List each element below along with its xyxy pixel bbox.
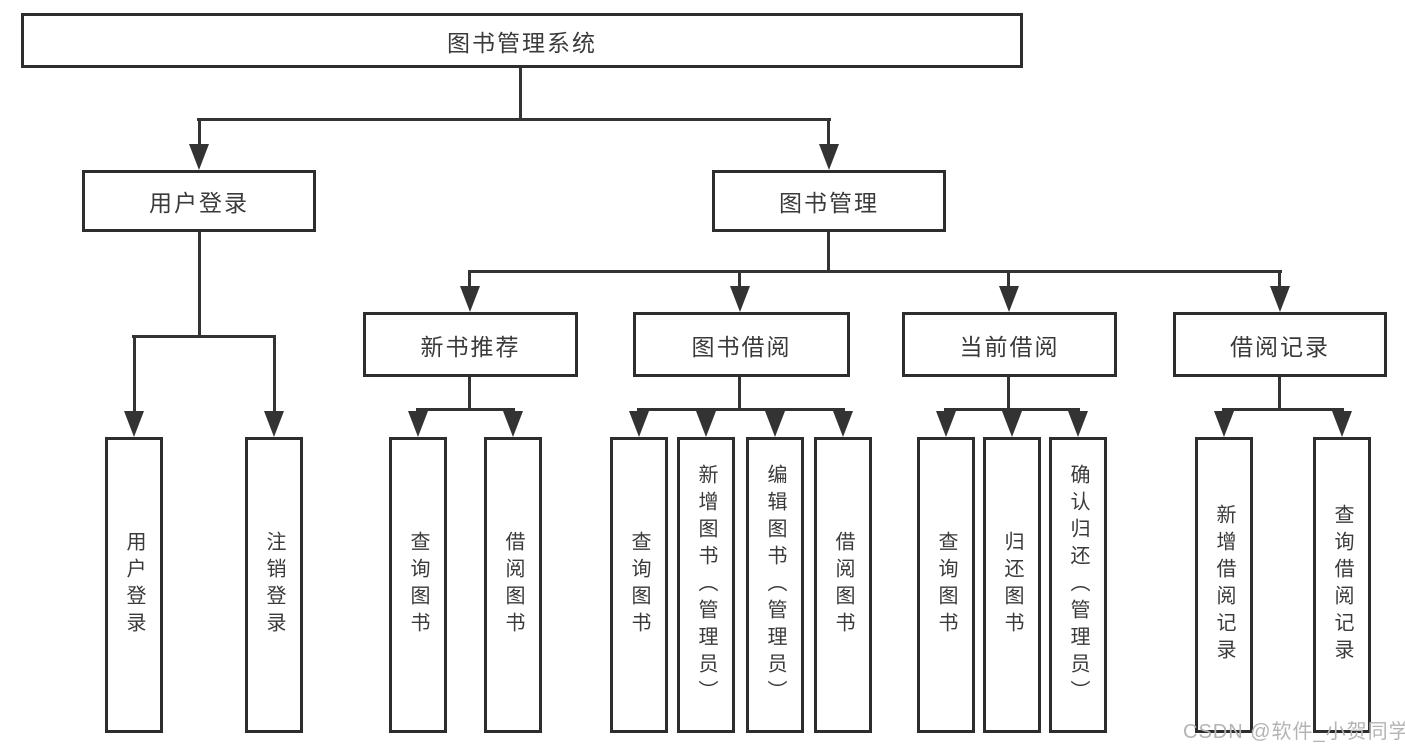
connector-to-new-book-recommend [468,270,471,286]
arrowhead [1002,411,1022,437]
connector-to-user-login-leaf [133,335,136,411]
arrowhead [1068,411,1088,437]
node-book-borrow-label: 图书借阅 [691,333,792,360]
leaf-label: 查询借阅记录 [1331,504,1353,666]
connector-new-book-recommend-rail [416,408,515,411]
arrowhead [833,411,853,437]
watermark: CSDN @软件_小贺同学 [1183,721,1405,743]
node-user-login: 用户登录 [82,170,316,232]
arrowhead [408,411,428,437]
arrowhead [765,411,785,437]
connector-to-borrow-records [1278,270,1281,286]
node-borrow-records: 借阅记录 [1173,312,1387,377]
connector-to-user-login [198,118,201,144]
arrowhead [819,144,839,170]
connector-user-login-rail [132,335,276,338]
node-root: 图书管理系统 [21,13,1023,68]
node-book-borrow: 图书借阅 [633,312,850,377]
leaf-query-books-current: 查询图书 [917,437,975,733]
connector-book-management-stem [827,232,830,270]
arrowhead [503,411,523,437]
leaf-label: 用户登录 [123,531,145,639]
leaf-query-books-recommend: 查询图书 [389,437,447,733]
leaf-logout: 注销登录 [245,437,303,733]
node-book-management: 图书管理 [712,170,946,232]
leaf-label: 查询图书 [407,531,429,639]
leaf-label: 查询图书 [935,531,957,639]
leaf-label: 归还图书 [1001,531,1023,639]
connector-to-logout-leaf [273,335,276,411]
connector-to-book-borrow [738,270,741,286]
arrowhead [730,286,750,312]
connector-current-borrow-stem [1007,377,1010,408]
leaf-confirm-return-admin: 确认归还（管理员） [1049,437,1107,733]
leaf-label: 编辑图书（管理员） [764,463,786,707]
leaf-label: 借阅图书 [832,531,854,639]
arrowhead [936,411,956,437]
connector-new-book-recommend-stem [468,377,471,408]
leaf-add-borrow-record: 新增借阅记录 [1195,437,1253,733]
arrowhead [999,286,1019,312]
leaf-label: 借阅图书 [502,531,524,639]
arrowhead [1214,411,1234,437]
leaf-label: 确认归还（管理员） [1067,463,1089,707]
node-current-borrow-label: 当前借阅 [959,333,1060,360]
connector-user-login-stem [198,232,201,335]
node-book-management-label: 图书管理 [779,190,879,216]
node-user-login-label: 用户登录 [149,190,249,216]
arrowhead [696,411,716,437]
connector-book-borrow-rail [637,408,845,411]
connector-borrow-records-rail [1222,408,1344,411]
leaf-user-login: 用户登录 [105,437,163,733]
leaf-query-books-borrow: 查询图书 [610,437,668,733]
arrowhead [264,411,284,437]
arrowhead [629,411,649,437]
node-current-borrow: 当前借阅 [902,312,1117,377]
connector-current-borrow-rail [944,408,1080,411]
connector-to-current-borrow [1007,270,1010,286]
leaf-add-books-admin: 新增图书（管理员） [677,437,735,733]
leaf-label: 新增借阅记录 [1213,504,1235,666]
leaf-borrow-books: 借阅图书 [814,437,872,733]
arrowhead [189,144,209,170]
connector-root-stem [519,68,522,121]
arrowhead [1270,286,1290,312]
leaf-return-books: 归还图书 [983,437,1041,733]
arrowhead [460,286,480,312]
connector-borrow-records-stem [1278,377,1281,408]
node-root-label: 图书管理系统 [447,29,597,56]
leaf-borrow-books-recommend: 借阅图书 [484,437,542,733]
leaf-label: 新增图书（管理员） [695,463,717,707]
leaf-edit-books-admin: 编辑图书（管理员） [746,437,804,733]
connector-to-book-management [827,118,830,144]
connector-book-borrow-stem [738,377,741,408]
node-new-book-recommend: 新书推荐 [363,312,578,377]
node-borrow-records-label: 借阅记录 [1230,333,1330,360]
leaf-label: 注销登录 [263,531,285,639]
node-new-book-recommend-label: 新书推荐 [420,333,521,360]
connector-level3-rail [468,270,1282,273]
leaf-query-borrow-record: 查询借阅记录 [1313,437,1371,733]
connector-level2-rail [197,118,831,121]
arrowhead [1332,411,1352,437]
arrowhead [124,411,144,437]
leaf-label: 查询图书 [628,531,650,639]
